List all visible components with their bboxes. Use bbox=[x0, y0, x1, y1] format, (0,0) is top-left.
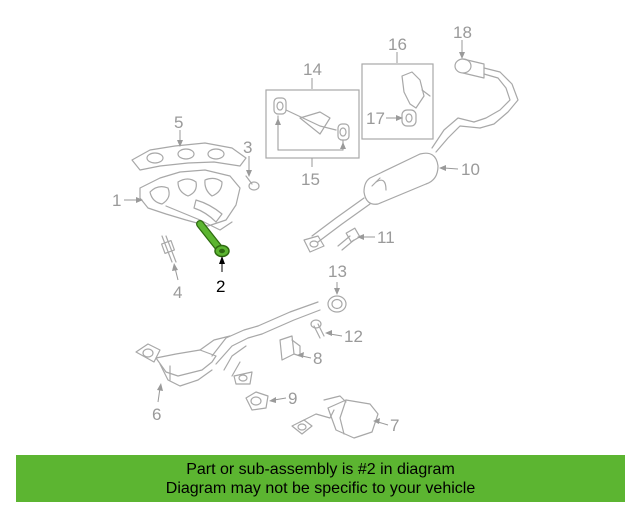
callout-15: 15 bbox=[301, 170, 320, 189]
callout-5: 5 bbox=[174, 113, 183, 132]
front-pipe-catalytic-converter[interactable] bbox=[135, 301, 321, 387]
callout-1: 1 bbox=[112, 191, 121, 210]
exhaust-manifold[interactable] bbox=[139, 169, 241, 231]
manifold-gasket[interactable] bbox=[131, 142, 247, 171]
clamp-11[interactable] bbox=[337, 227, 361, 251]
callout-6: 6 bbox=[152, 405, 161, 424]
bolt-12[interactable] bbox=[310, 319, 325, 339]
stud-4[interactable] bbox=[160, 235, 177, 263]
callout-18: 18 bbox=[453, 23, 472, 42]
callout-2[interactable]: 2 bbox=[216, 277, 225, 296]
callout-4: 4 bbox=[173, 283, 182, 302]
callout-8: 8 bbox=[313, 349, 322, 368]
gasket-13[interactable] bbox=[327, 295, 347, 313]
callout-3: 3 bbox=[243, 138, 252, 157]
exhaust-parts-diagram: 1 2 3 4 5 6 7 8 9 10 11 12 13 14 15 16 1… bbox=[112, 23, 519, 439]
callout-11: 11 bbox=[377, 228, 395, 247]
callout-17: 17 bbox=[366, 109, 385, 128]
leader-lines bbox=[124, 40, 465, 426]
banner-line-2: Diagram may not be specific to your vehi… bbox=[165, 479, 476, 497]
callout-9: 9 bbox=[288, 389, 297, 408]
hanger-bracket-box[interactable] bbox=[361, 63, 434, 140]
gasket-9[interactable] bbox=[245, 391, 269, 411]
hanger-8[interactable] bbox=[279, 335, 301, 361]
highlighted-bolt-part-2[interactable] bbox=[196, 220, 230, 258]
callout-14: 14 bbox=[303, 60, 322, 79]
tail-pipe[interactable] bbox=[431, 58, 519, 153]
callout-7: 7 bbox=[390, 416, 399, 435]
banner-line-1: Part or sub-assembly is #2 in diagram bbox=[186, 460, 455, 478]
intermediate-pipe[interactable] bbox=[303, 197, 371, 253]
bolt-3[interactable] bbox=[245, 175, 260, 191]
callout-12: 12 bbox=[344, 327, 363, 346]
muffler[interactable] bbox=[363, 152, 439, 205]
callout-16: 16 bbox=[388, 35, 407, 54]
callout-labels: 1 2 3 4 5 6 7 8 9 10 11 12 13 14 15 16 1… bbox=[112, 23, 480, 435]
callout-10: 10 bbox=[461, 160, 480, 179]
callout-13: 13 bbox=[328, 262, 347, 281]
rear-catalytic-converter[interactable] bbox=[291, 395, 379, 439]
info-banner: Part or sub-assembly is #2 in diagram Di… bbox=[16, 455, 625, 502]
